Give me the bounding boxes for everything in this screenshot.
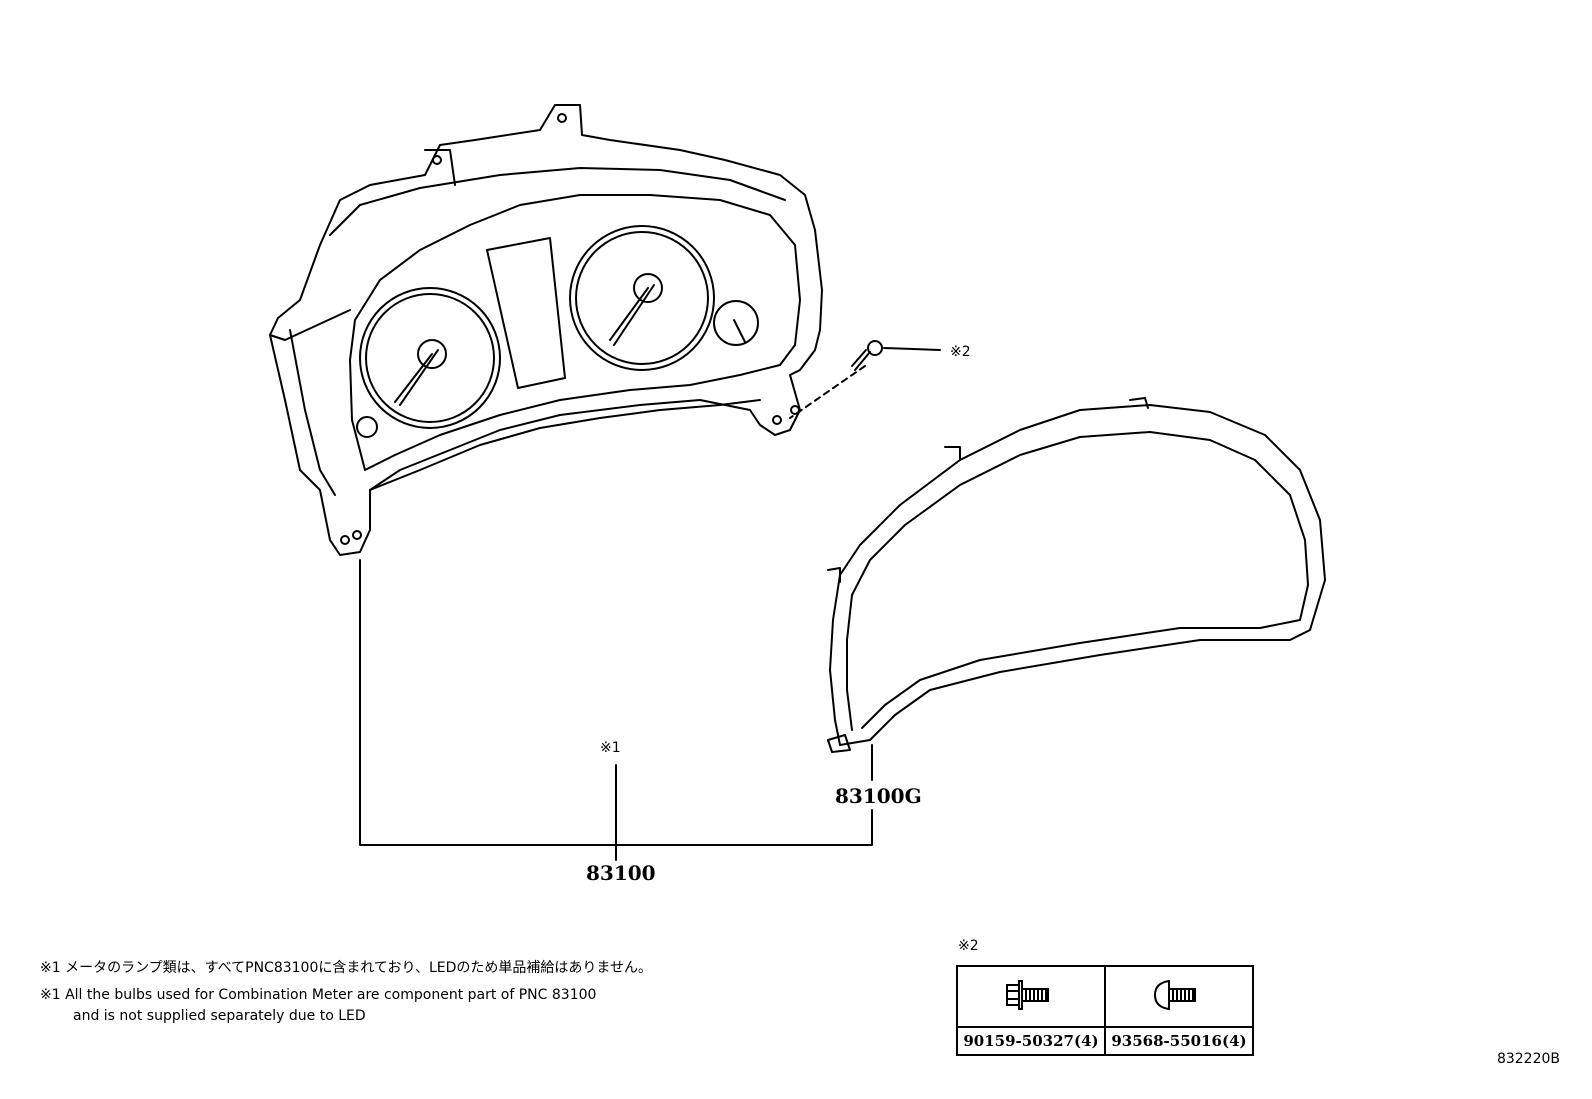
note-english-line-1: ※1 All the bulbs used for Combination Me… (40, 987, 597, 1003)
flange-bolt-icon (1006, 979, 1049, 1010)
fastener-cell-2 (1104, 965, 1254, 1028)
note-english-line-2: and is not supplied separately due to LE… (73, 1008, 366, 1024)
diagram-code: 832220B (1496, 1051, 1560, 1067)
screw-illustration (789, 340, 941, 419)
part-number-83100G: 83100G (835, 784, 922, 808)
combination-meter-illustration (269, 104, 823, 556)
fastener-cell-1 (956, 965, 1106, 1028)
ref-2-label: ※2 (950, 344, 971, 360)
note-japanese: ※1 メータのランプ類は、すべてPNC83100に含まれており、LEDのため単品… (40, 960, 652, 976)
fastener-part-number-2: 93568-55016(4) (1104, 1026, 1254, 1056)
part-number-83100: 83100 (586, 861, 656, 885)
fastener-part-number-1: 90159-50327(4) (956, 1026, 1106, 1056)
ref-1-label: ※1 (600, 740, 621, 756)
fastener-table: 90159-50327(4) 93568-55016(4) (956, 965, 1254, 1056)
fastener-table-heading: ※2 (958, 938, 979, 954)
leader-lines (359, 559, 873, 861)
pan-head-screw-icon (1153, 979, 1196, 1010)
meter-glass-illustration (827, 397, 1326, 753)
